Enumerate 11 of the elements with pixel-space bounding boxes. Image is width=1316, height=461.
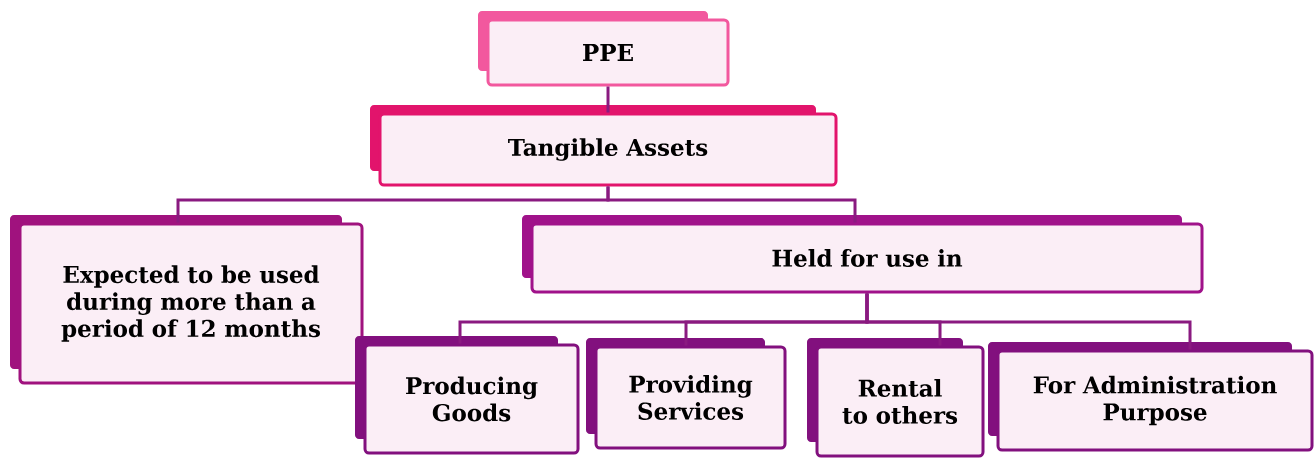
text-box: Providing Services [586,338,787,450]
text-box: Held for use in [522,215,1204,294]
connector-line [606,186,857,223]
text-box: PPE [478,11,730,87]
text-box: Rental to others [807,338,985,458]
text-box: Tangible Assets [370,105,838,187]
connector-line [606,86,610,113]
text-box: Expected to be used during more than a period of 12 months [10,215,364,385]
connector-line [865,293,1192,350]
text-box: Producing Goods [355,336,580,455]
text-box: For Administration Purpose [988,342,1314,452]
